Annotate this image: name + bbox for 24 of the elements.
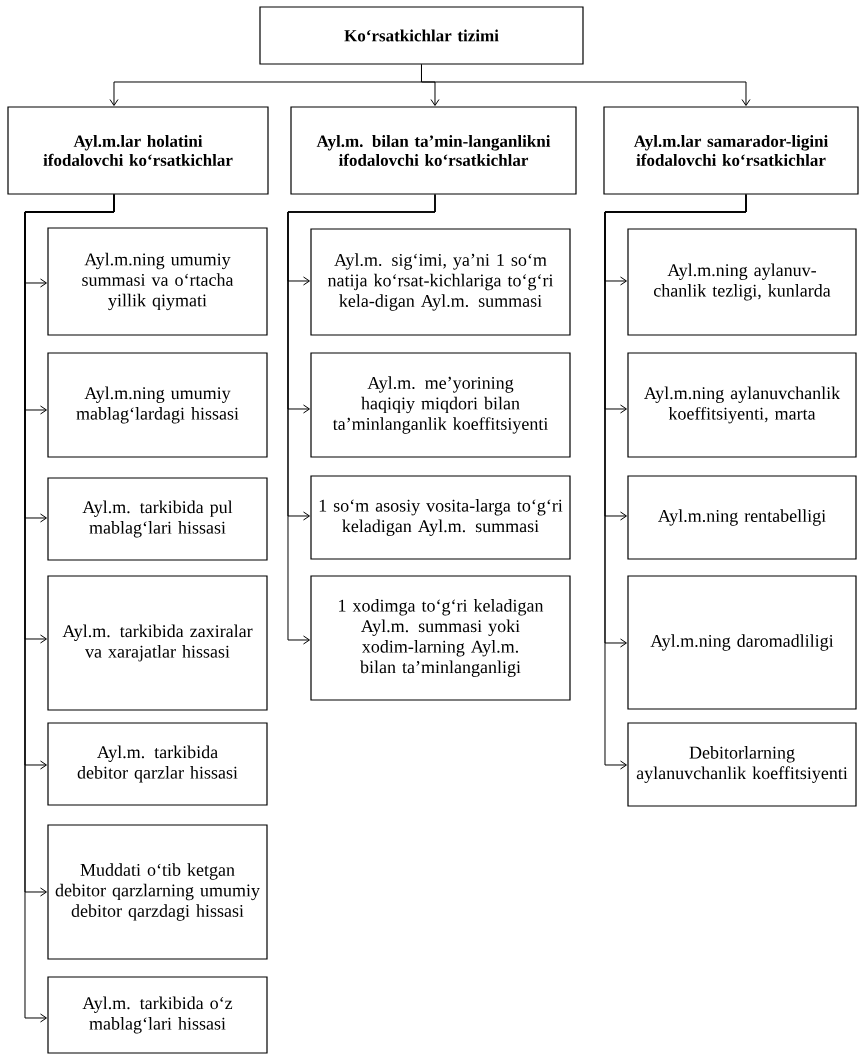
indicator-box: Ayl.m. tarkibida pul mablag‘lari hissasi xyxy=(47,477,268,561)
indicator-box: Ayl.m.ning aylanuvchanlik koeffitsiyenti, marta xyxy=(627,352,857,458)
category-box: Ayl.m.lar holatini ifodalovchi ko‘rsatkichlar xyxy=(7,106,269,195)
title-box: Ko‘rsatkichlar tizimi xyxy=(259,6,584,65)
connector-arrow xyxy=(24,194,115,1023)
connector-arrow xyxy=(604,194,747,770)
indicator-box: Ayl.m.ning rentabelligi xyxy=(627,475,857,560)
indicator-box: Ayl.m. tarkibida debitor qarzlar hissasi xyxy=(47,722,268,806)
connector-arrow xyxy=(287,194,436,645)
indicator-box: Ayl.m. tarkibida o‘z mablag‘lari hissasi xyxy=(47,976,268,1054)
indicator-box: Ayl.m. sig‘imi, ya’ni 1 so‘m natija ko‘rsat-kichlariga to‘g‘ri kela-digan Ayl.m. summasi xyxy=(310,228,571,336)
indicator-box: Ayl.m.ning aylanuv-chanlik tezligi, kunlarda xyxy=(627,228,857,336)
indicator-box: Ayl.m. me’yorining haqiqiy miqdori bilan ta’minlanganlik koeffitsiyenti xyxy=(310,352,571,458)
indicator-box: Muddati o‘tib ketgan debitor qarzlarning umumiy debitor qarzdagi hissasi xyxy=(47,824,268,960)
indicator-box: Ayl.m. tarkibida zaxiralar va xarajatlar hissasi xyxy=(47,575,268,711)
category-box: Ayl.m. bilan ta’min-langanlikni ifodalovchi ko‘rsatkichlar xyxy=(290,106,577,195)
indicator-box: Ayl.m.ning umumiy summasi va o‘rtacha yillik qiymati xyxy=(47,227,268,336)
connector-arrow xyxy=(421,64,751,106)
indicator-box: 1 xodimga to‘g‘ri keladigan Ayl.m. summasi yoki xodim-larning Ayl.m. bilan ta’minlanganligi xyxy=(310,575,571,701)
indicator-box: Ayl.m.ning umumiy mablag‘lardagi hissasi xyxy=(47,352,268,458)
indicator-box: Debitorlarning aylanuvchanlik koeffitsiyenti xyxy=(627,722,857,807)
indicator-box: Ayl.m.ning daromadliligi xyxy=(627,575,857,710)
category-box: Ayl.m.lar samarador-ligini ifodalovchi ko‘rsatkichlar xyxy=(603,106,859,195)
indicator-box: 1 so‘m asosiy vosita-larga to‘g‘ri keladigan Ayl.m. summasi xyxy=(310,475,571,560)
